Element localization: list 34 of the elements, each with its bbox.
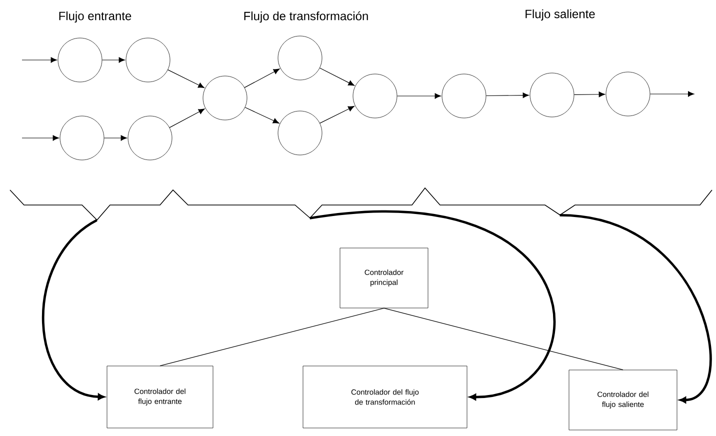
bracket [10,187,712,221]
arrow [574,92,605,98]
arrow [320,68,355,86]
section-heading: Flujo entrante [59,11,132,23]
arrow [22,57,58,63]
process-circle [530,72,574,118]
arrow [22,135,60,141]
process-circle [60,116,104,160]
arrow [650,91,694,97]
process-circle [352,74,398,118]
arrow [244,68,280,88]
process-circle [126,38,170,82]
curved-arrow [560,214,712,404]
arrow [396,93,441,99]
process-circle [278,36,322,80]
arrow [104,135,128,141]
curved-arrow [310,210,556,400]
section-heading: Flujo de transformación [244,11,368,23]
section-heading: Flujo saliente [526,9,595,21]
process-circle [442,74,486,118]
process-circle [128,116,172,160]
process-circle [278,110,322,156]
arrow [244,107,280,124]
connector-line [384,308,624,370]
arrow [320,106,354,124]
process-circle [202,76,248,120]
arrow [169,108,205,128]
curved-arrow [42,219,105,400]
process-circle [58,38,102,82]
arrow [102,57,126,63]
arrow [168,70,204,88]
connector-line [160,308,384,366]
arrow [486,92,529,98]
process-circle [606,72,650,116]
